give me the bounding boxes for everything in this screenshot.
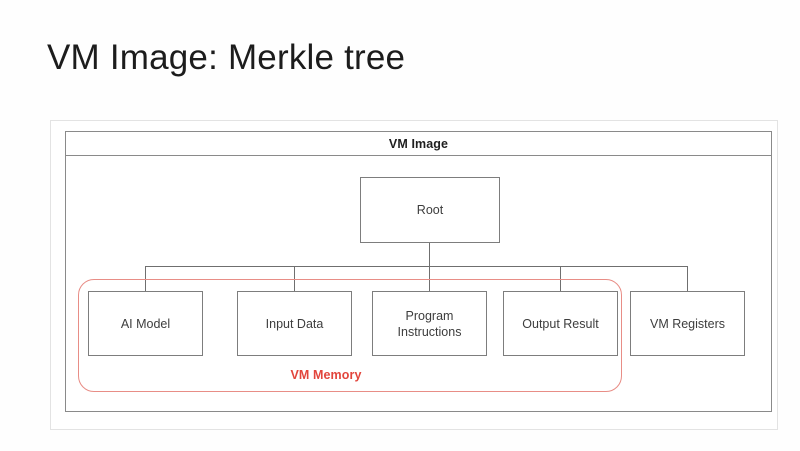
page-title: VM Image: Merkle tree (47, 38, 406, 77)
vm-memory-group-outline (78, 279, 622, 392)
connector-drop-vm-registers (687, 266, 689, 291)
vm-image-title-label: VM Image (388, 136, 449, 151)
connector-drop-output-result (560, 266, 562, 291)
connector-drop-program-instructions (429, 266, 431, 291)
tree-node-output-result: Output Result (503, 291, 618, 356)
tree-node-root: Root (360, 177, 500, 243)
tree-node-ai-model: AI Model (88, 291, 203, 356)
connector-drop-ai-model (145, 266, 147, 291)
connector-drop-input-data (294, 266, 296, 291)
connector-horizontal-bus (145, 265, 688, 267)
connector-root-stem (429, 243, 431, 267)
tree-node-vm-registers: VM Registers (630, 291, 745, 356)
vm-memory-label: VM Memory (290, 368, 362, 382)
tree-node-input-data: Input Data (237, 291, 352, 356)
vm-image-header-bar: VM Image (66, 132, 771, 156)
